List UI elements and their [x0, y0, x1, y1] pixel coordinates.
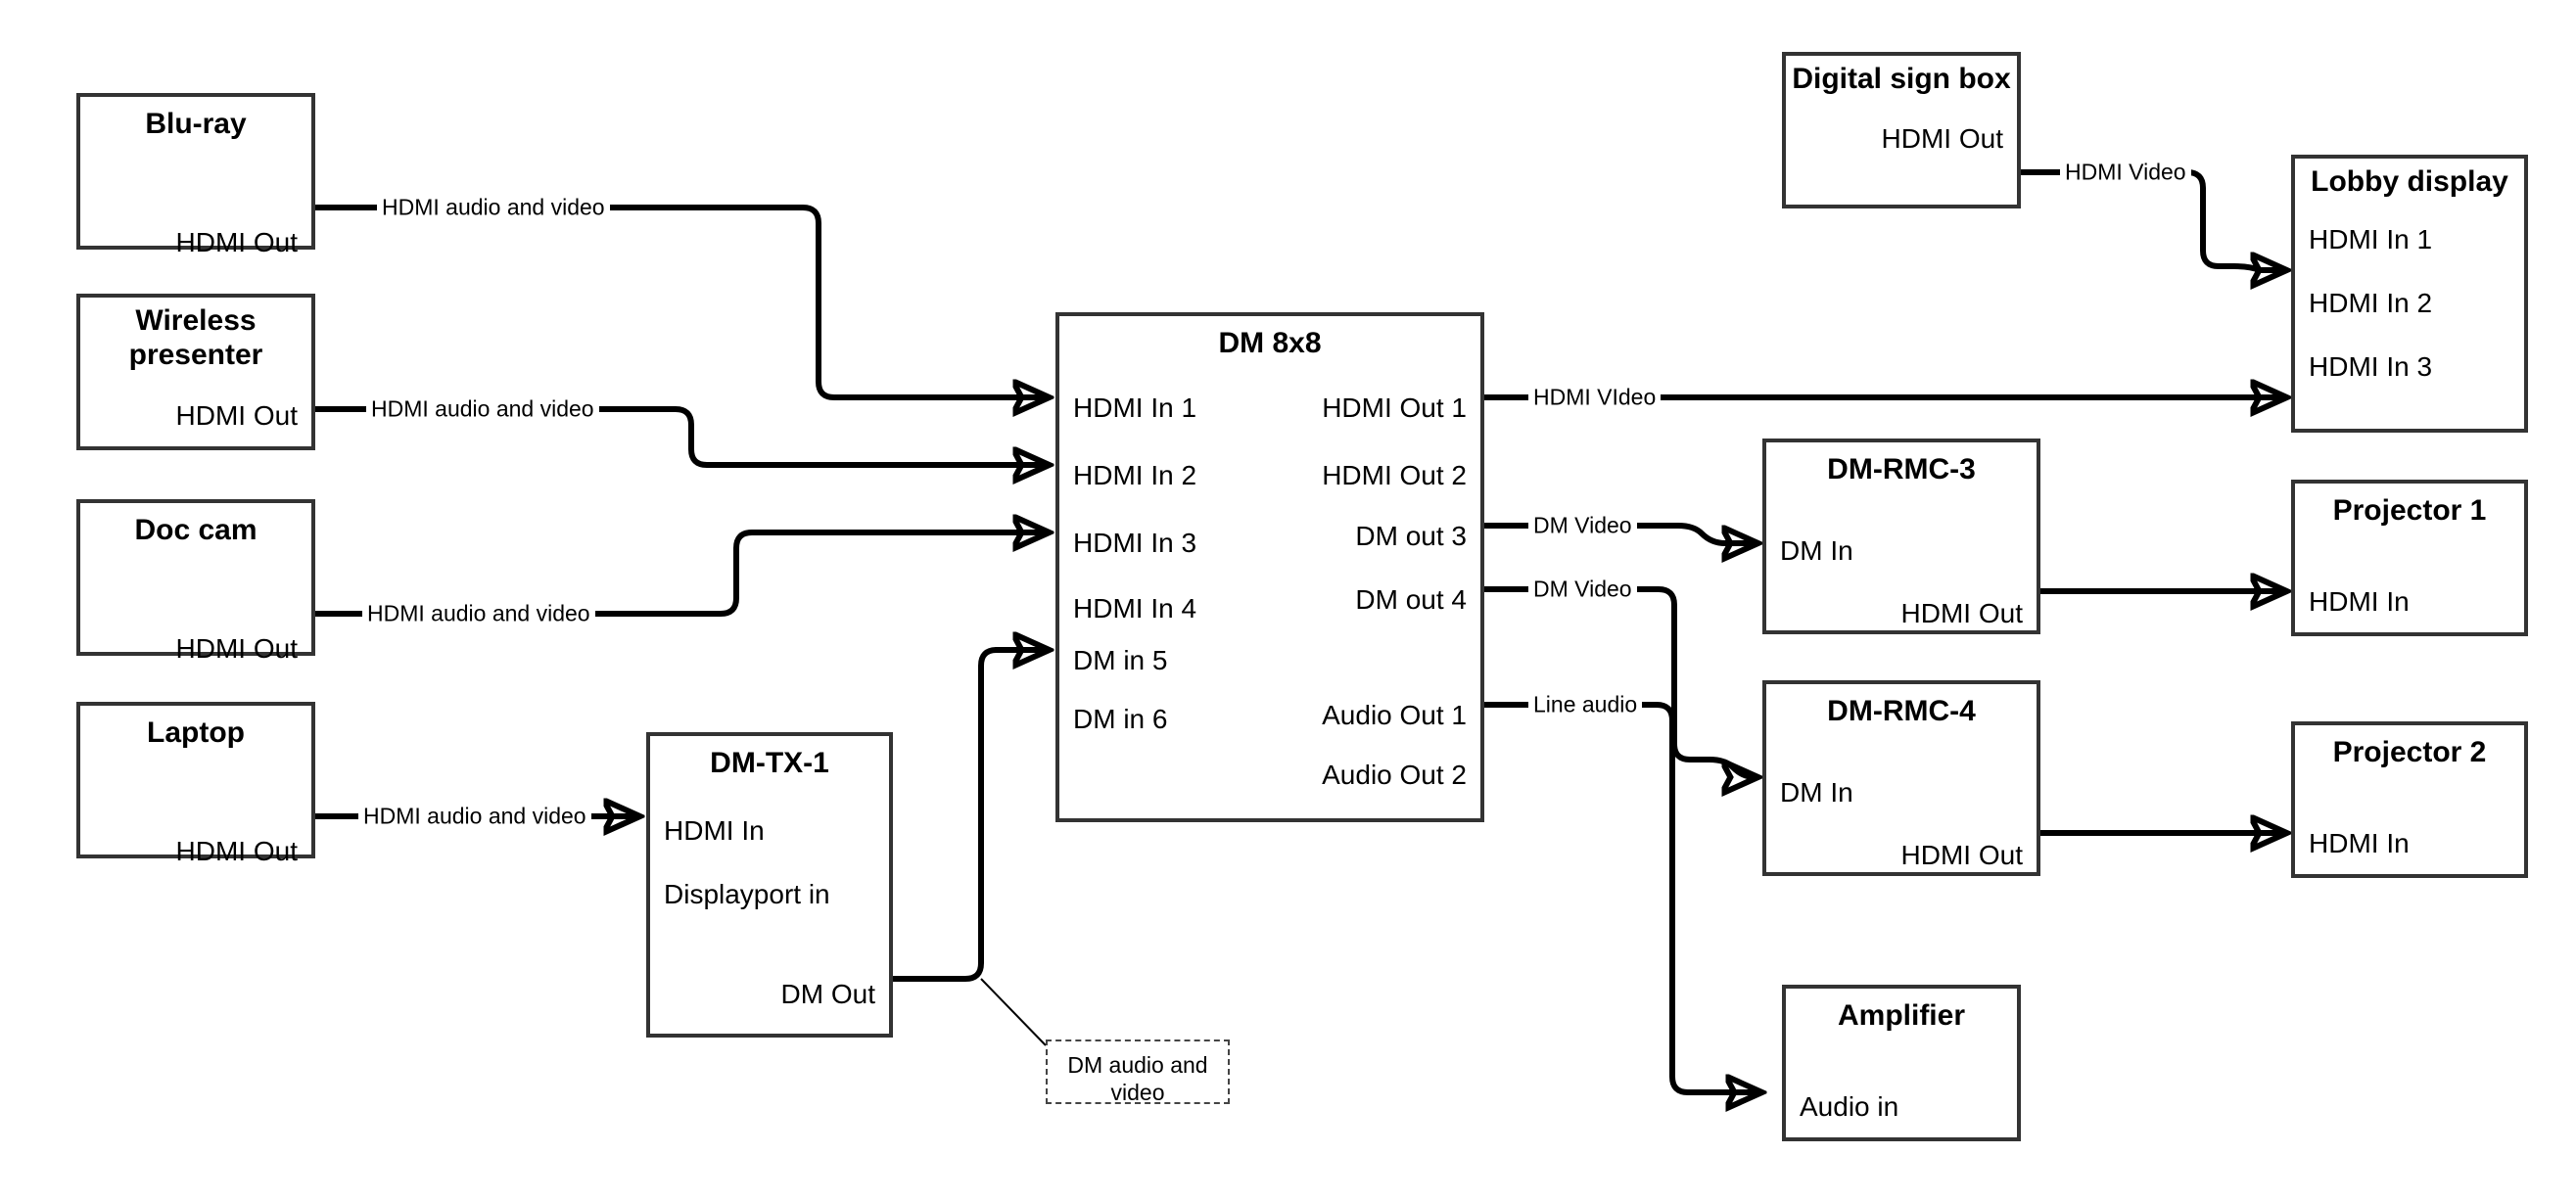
note-dm-audio-and-video-text: DM audio and video: [1067, 1052, 1208, 1106]
port-dmtx1-hdmi-in[interactable]: HDMI In: [664, 815, 765, 847]
node-projector-2-title: Projector 2: [2332, 736, 2487, 768]
port-wireless-hdmi-out[interactable]: HDMI Out: [175, 399, 298, 431]
port-amplifier-audio-in[interactable]: Audio in: [1800, 1091, 1899, 1123]
port-dm8x8-hdmi-in-1[interactable]: HDMI In 1: [1073, 393, 1197, 424]
edge-label-wireless-to-in2: HDMI audio and video: [366, 397, 599, 421]
node-dm-8x8-title: DM 8x8: [1218, 327, 1322, 359]
node-doc-cam[interactable]: Doc cam HDMI Out: [76, 499, 315, 663]
node-bluray-title: Blu-ray: [145, 108, 247, 140]
node-doc-cam-ports: HDMI Out: [80, 547, 311, 663]
node-digital-sign-box[interactable]: Digital sign box HDMI Out: [1782, 52, 2021, 208]
port-dm8x8-audio-out-1[interactable]: Audio Out 1: [1322, 700, 1467, 731]
node-digital-sign-box-ports: HDMI Out: [1786, 96, 2017, 205]
node-laptop-ports: HDMI Out: [80, 750, 311, 865]
edge-label-laptop-to-dmtx1: HDMI audio and video: [358, 805, 591, 828]
node-lobby-display-ports: HDMI In 1 HDMI In 2 HDMI In 3: [2295, 199, 2524, 429]
port-projector2-hdmi-in[interactable]: HDMI In: [2309, 828, 2410, 859]
port-projector1-hdmi-in[interactable]: HDMI In: [2309, 586, 2410, 618]
node-wireless-presenter-ports: HDMI Out: [80, 373, 311, 446]
port-lobby-hdmi-in-3[interactable]: HDMI In 3: [2309, 351, 2433, 383]
node-dm-tx-1-ports: HDMI In Displayport in DM Out: [650, 780, 889, 1034]
node-dm-tx-1-title: DM-TX-1: [710, 747, 829, 779]
port-dmrmc4-dm-in[interactable]: DM In: [1780, 777, 1853, 808]
node-projector-2-ports: HDMI In: [2295, 769, 2524, 874]
node-projector-1-title: Projector 1: [2332, 494, 2487, 527]
node-dm-rmc-3-title: DM-RMC-3: [1827, 453, 1976, 485]
node-amplifier-ports: Audio in: [1786, 1033, 2017, 1137]
node-projector-1-ports: HDMI In: [2295, 528, 2524, 632]
port-dm8x8-hdmi-out-2[interactable]: HDMI Out 2: [1322, 460, 1467, 491]
node-dm-8x8-ports: HDMI In 1 HDMI In 2 HDMI In 3 HDMI In 4 …: [1059, 360, 1480, 818]
node-projector-1[interactable]: Projector 1 HDMI In: [2291, 480, 2528, 636]
port-digitalsign-hdmi-out[interactable]: HDMI Out: [1881, 123, 2003, 155]
node-lobby-display[interactable]: Lobby display HDMI In 1 HDMI In 2 HDMI I…: [2291, 155, 2528, 433]
node-dm-rmc-4[interactable]: DM-RMC-4 DM In HDMI Out: [1762, 680, 2040, 876]
port-dm8x8-dm-out-4[interactable]: DM out 4: [1355, 584, 1467, 616]
edge-label-doccam-to-in3: HDMI audio and video: [362, 602, 595, 625]
port-doccam-hdmi-out[interactable]: HDMI Out: [175, 633, 298, 665]
node-dm-rmc-3[interactable]: DM-RMC-3 DM In HDMI Out: [1762, 439, 2040, 634]
edge-label-audioout1-to-amp: Line audio: [1528, 693, 1643, 716]
port-dmtx1-displayport-in[interactable]: Displayport in: [664, 879, 830, 910]
edge-label-bluray-to-in1: HDMI audio and video: [377, 196, 610, 219]
port-dm8x8-hdmi-in-2[interactable]: HDMI In 2: [1073, 460, 1197, 491]
port-dmrmc3-hdmi-out[interactable]: HDMI Out: [1900, 598, 2023, 629]
port-dm8x8-dm-out-3[interactable]: DM out 3: [1355, 521, 1467, 552]
node-dm-8x8[interactable]: DM 8x8 HDMI In 1 HDMI In 2 HDMI In 3 HDM…: [1055, 312, 1484, 822]
node-dm-rmc-3-ports: DM In HDMI Out: [1766, 486, 2037, 630]
port-lobby-hdmi-in-2[interactable]: HDMI In 2: [2309, 288, 2433, 319]
node-laptop[interactable]: Laptop HDMI Out: [76, 702, 315, 865]
port-dm8x8-dm-in-5[interactable]: DM in 5: [1073, 645, 1168, 676]
port-dm8x8-audio-out-2[interactable]: Audio Out 2: [1322, 760, 1467, 791]
port-bluray-hdmi-out[interactable]: HDMI Out: [175, 227, 298, 258]
node-bluray[interactable]: Blu-ray HDMI Out: [76, 93, 315, 256]
port-dmrmc3-dm-in[interactable]: DM In: [1780, 535, 1853, 567]
port-dm8x8-hdmi-out-1[interactable]: HDMI Out 1: [1322, 393, 1467, 424]
node-wireless-presenter[interactable]: Wireless presenter HDMI Out: [76, 294, 315, 450]
edge-label-hdmiout1-to-lobby3: HDMI VIdeo: [1528, 386, 1662, 409]
node-dm-tx-1[interactable]: DM-TX-1 HDMI In Displayport in DM Out: [646, 732, 893, 1038]
node-digital-sign-box-title: Digital sign box: [1792, 63, 2011, 95]
node-amplifier[interactable]: Amplifier Audio in: [1782, 985, 2021, 1141]
edge-label-dmout3-to-rmc3: DM Video: [1528, 514, 1637, 537]
node-bluray-ports: HDMI Out: [80, 141, 311, 256]
node-lobby-display-title: Lobby display: [2311, 165, 2508, 198]
edge-label-dmout4-to-rmc4: DM Video: [1528, 577, 1637, 601]
port-dm8x8-dm-in-6[interactable]: DM in 6: [1073, 704, 1168, 735]
edge-label-sign-to-lobby1: HDMI Video: [2060, 161, 2191, 184]
port-dm8x8-hdmi-in-3[interactable]: HDMI In 3: [1073, 528, 1197, 559]
node-dm-rmc-4-title: DM-RMC-4: [1827, 695, 1976, 727]
node-projector-2[interactable]: Projector 2 HDMI In: [2291, 721, 2528, 878]
node-wireless-presenter-title: Wireless presenter: [128, 304, 263, 372]
node-dm-rmc-4-ports: DM In HDMI Out: [1766, 728, 2037, 872]
port-lobby-hdmi-in-1[interactable]: HDMI In 1: [2309, 224, 2433, 255]
node-laptop-title: Laptop: [147, 716, 245, 749]
port-laptop-hdmi-out[interactable]: HDMI Out: [175, 836, 298, 867]
port-dmtx1-dm-out[interactable]: DM Out: [780, 979, 875, 1010]
note-dm-audio-and-video: DM audio and video: [1046, 1039, 1230, 1105]
port-dmrmc4-hdmi-out[interactable]: HDMI Out: [1900, 840, 2023, 871]
node-amplifier-title: Amplifier: [1837, 999, 1966, 1032]
port-dm8x8-hdmi-in-4[interactable]: HDMI In 4: [1073, 593, 1197, 624]
node-doc-cam-title: Doc cam: [134, 514, 258, 546]
